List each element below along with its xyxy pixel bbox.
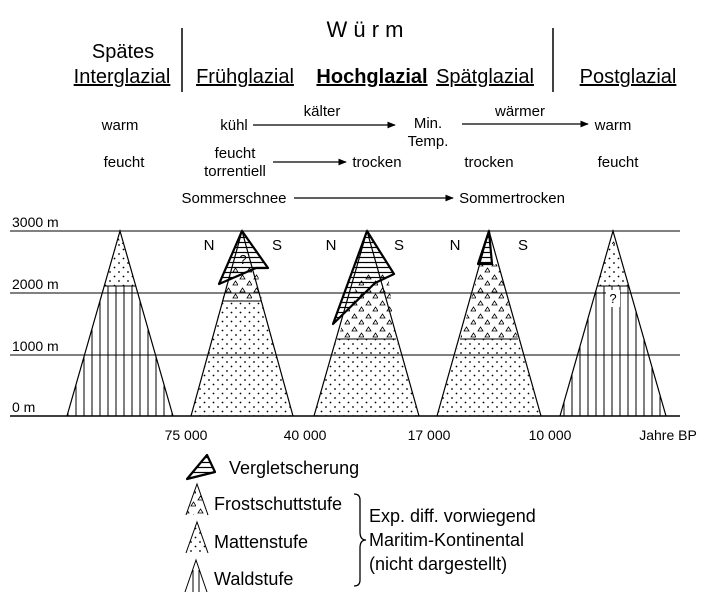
wald-belt	[67, 286, 173, 416]
interglazial-label: Interglazial	[74, 66, 171, 88]
legend-note-line-3: (nicht dargestellt)	[369, 554, 507, 574]
aspect-n-label: N	[204, 237, 215, 254]
legend-brace	[353, 493, 367, 587]
climate-feucht-right: feucht	[598, 154, 640, 171]
altitude-label-1000: 1000 m	[12, 338, 59, 354]
climate-warmer: wärmer	[494, 103, 545, 120]
time-label-75000: 75 000	[165, 427, 208, 443]
legend-label-frostschutt: Frostschuttstufe	[214, 494, 342, 514]
period-fruhglazial: Frühglazial	[196, 66, 294, 88]
altitude-label-0: 0 m	[12, 399, 35, 415]
climate-kalter: kälter	[304, 103, 341, 120]
mountain-outline	[66, 228, 174, 417]
time-label-10000: 10 000	[529, 427, 572, 443]
legend-matten-outline	[185, 520, 209, 554]
glacier-question-mark: ?	[239, 252, 246, 267]
climate-sommerschnee: Sommerschnee	[181, 190, 286, 207]
climate-kuhl: kühl	[220, 117, 248, 134]
glacier	[331, 229, 396, 326]
legend-matten-icon	[186, 522, 208, 553]
matten-belt	[191, 301, 293, 416]
legend-label-wald: Waldstufe	[214, 569, 293, 589]
aspect-s-label: S	[394, 237, 404, 254]
mountain-postglazial: ?	[559, 228, 667, 417]
spates-label: Spätes	[92, 41, 154, 63]
frost-belt	[116, 231, 124, 244]
altitude-label-3000: 3000 m	[12, 214, 59, 230]
wurm-title: W ü r m	[327, 17, 404, 42]
climate-trocken-2: trocken	[464, 154, 513, 171]
climate-sommertrocken: Sommertrocken	[459, 190, 565, 207]
legend-note-line-2: Maritim-Kontinental	[369, 530, 524, 550]
climate-torrentiell: torrentiell	[204, 163, 266, 180]
aspect-n-label: N	[326, 237, 337, 254]
matten-belt	[597, 244, 629, 286]
period-spatglazial: Spätglazial	[436, 66, 534, 88]
climate-warm-right: warm	[594, 117, 632, 134]
climate-warm-left: warm	[101, 117, 139, 134]
legend-note-line-1: Exp. diff. vorwiegend	[369, 506, 536, 526]
altitude-label-2000: 2000 m	[12, 276, 59, 292]
legend-wald-icon	[184, 558, 208, 593]
time-axis-unit: Jahre BP	[639, 427, 697, 443]
matten-belt	[104, 244, 136, 286]
climate-feucht-fruh: feucht	[215, 145, 257, 162]
treeline-question-mark: ?	[609, 291, 616, 306]
period-hochglazial: Hochglazial	[316, 66, 427, 88]
frost-belt	[337, 274, 396, 339]
matten-belt	[314, 339, 419, 416]
climate-min: Min.	[414, 115, 442, 132]
wald-belt	[560, 286, 666, 416]
legend-label-vergletscherung: Vergletscherung	[229, 458, 359, 478]
aspect-n-label: N	[450, 237, 461, 254]
matten-belt	[437, 339, 541, 416]
aspect-s-label: S	[272, 237, 282, 254]
climate-trocken-1: trocken	[352, 154, 401, 171]
glacier	[476, 229, 494, 266]
climate-feucht-left: feucht	[104, 154, 146, 171]
time-label-17000: 17 000	[408, 427, 451, 443]
glacier	[217, 229, 270, 286]
mountain-hochglazial: N S	[313, 228, 420, 417]
time-label-40000: 40 000	[284, 427, 327, 443]
mountain-interglazial	[66, 228, 174, 417]
mountain-spatglazial: N S	[436, 228, 542, 417]
legend-frost-icon	[186, 484, 208, 515]
legend: Vergletscherung Frostschuttstufe Mattens…	[184, 453, 536, 593]
legend-label-matten: Mattenstufe	[214, 532, 308, 552]
aspect-s-label: S	[518, 237, 528, 254]
frost-belt	[609, 231, 617, 244]
question-mark-bg	[606, 290, 620, 307]
period-postglazial: Postglazial	[580, 66, 677, 88]
legend-glacier-icon	[185, 453, 217, 481]
climate-temp: Temp.	[408, 133, 449, 150]
legend-frost-outline	[185, 482, 209, 516]
mountain-fruhglazial: ? N S	[190, 228, 294, 417]
mountain-outline	[559, 228, 667, 417]
